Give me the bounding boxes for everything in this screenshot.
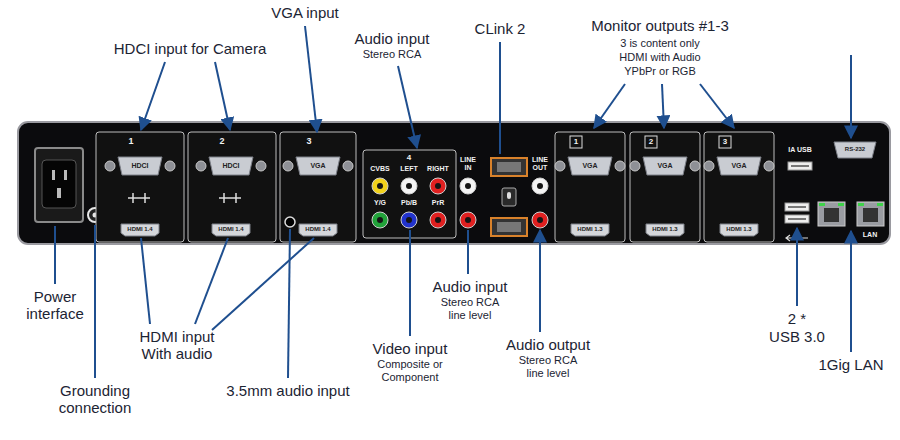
callout-label: HDMI input With audio	[129, 328, 225, 363]
port-print: RIGHT	[424, 165, 452, 173]
port-print: CVBS	[366, 165, 394, 173]
callout-note: HDMI with Audio	[590, 51, 730, 64]
port-print: VGA	[303, 162, 333, 170]
callout-label: Power interface	[13, 288, 97, 323]
port-number: 3	[719, 137, 731, 146]
callout-note: Composite or Component	[360, 358, 460, 383]
port-number: 4	[402, 153, 416, 162]
port-number: 1	[124, 136, 138, 146]
callout-label: HDCI input for Camera	[95, 40, 285, 57]
callout-label: Audio output	[493, 336, 603, 353]
port-number: 2	[645, 137, 657, 146]
callout-label: VGA input	[250, 4, 360, 21]
port-print: LINE IN	[456, 156, 480, 172]
port-print: VGA	[650, 162, 680, 170]
port-print: Y/G	[366, 199, 394, 207]
port-print: HDCI	[216, 162, 246, 170]
port-print: HDCI	[125, 162, 155, 170]
callout-note: Stereo RCA line level	[434, 296, 506, 321]
port-number: 2	[215, 136, 229, 146]
callout-label: CLink 2	[460, 20, 540, 37]
callout-note: YPbPr or RGB	[590, 65, 730, 78]
callout-note: 3 is content only	[590, 37, 730, 50]
callout-label: Audio input	[420, 278, 520, 295]
port-print: VGA	[724, 162, 754, 170]
port-print: HDMI 1.3	[722, 226, 756, 233]
callout-label: Grounding connection	[43, 382, 147, 417]
port-print: LAN	[858, 231, 882, 239]
port-print: LEFT	[395, 165, 423, 173]
port-number: 1	[570, 137, 582, 146]
port-print: HDMI 1.3	[648, 226, 682, 233]
port-print: LINE OUT	[527, 156, 553, 172]
callout-label: 2 *	[777, 310, 817, 327]
callout-label: 3.5mm audio input	[213, 382, 363, 399]
callout-label: 1Gig LAN	[811, 356, 891, 373]
port-print: HDMI 1.3	[573, 226, 607, 233]
port-print: VGA	[575, 162, 605, 170]
callout-label: Monitor outputs #1-3	[570, 17, 750, 34]
callout-label: Video input	[355, 340, 465, 357]
callout-label: Audio input	[342, 30, 442, 47]
port-print: RS-232	[838, 146, 872, 153]
port-print: HDMI 1.4	[214, 226, 248, 233]
port-print: IA USB	[780, 146, 820, 154]
port-print: PrR	[424, 199, 452, 207]
port-number: 3	[302, 136, 316, 146]
callout-label: USB 3.0	[757, 328, 837, 345]
port-print: HDMI 1.4	[123, 226, 157, 233]
port-print: Pb/B	[395, 199, 423, 207]
port-print: HDMI 1.4	[301, 226, 335, 233]
callout-note: Stereo RCA	[342, 48, 442, 61]
callout-note: Stereo RCA line level	[512, 354, 584, 379]
